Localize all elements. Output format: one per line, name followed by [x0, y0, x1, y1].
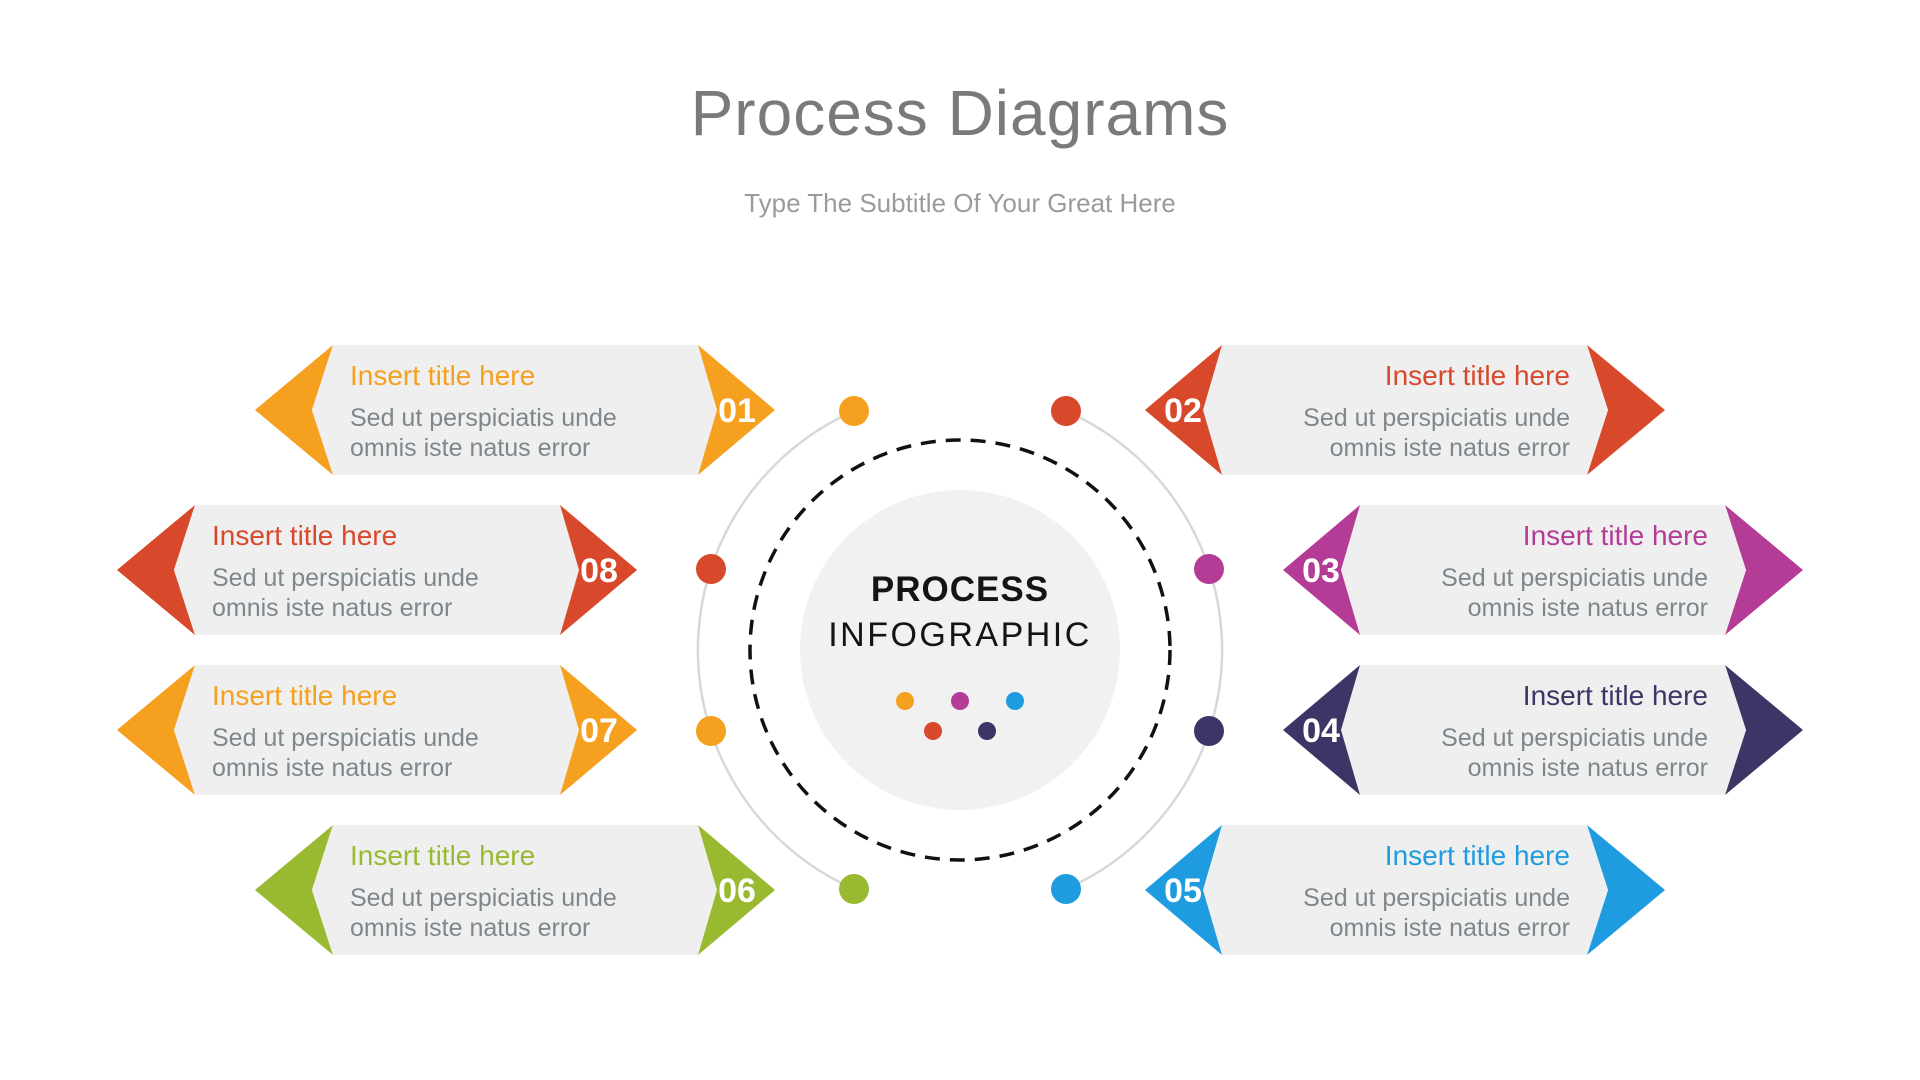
tail-arrow-shape: [1587, 345, 1665, 475]
dashed-circle: [748, 438, 1172, 862]
banner-shape: [1203, 345, 1608, 475]
step-dot-07: [696, 716, 726, 746]
banner-shape: [312, 825, 717, 955]
page-subtitle: Type The Subtitle Of Your Great Here: [744, 188, 1176, 218]
step-description-line1: Sed ut perspiciatis unde: [350, 884, 617, 912]
process-step-05[interactable]: Insert title here Sed ut perspiciatis un…: [1145, 825, 1665, 955]
page-title: Process Diagrams: [690, 77, 1230, 149]
process-step-06[interactable]: Insert title here Sed ut perspiciatis un…: [255, 825, 775, 955]
step-dot-01: [839, 396, 869, 426]
step-number: 04: [1302, 712, 1340, 750]
step-dot-02: [1051, 396, 1081, 426]
number-arrow-shape: [560, 505, 637, 635]
step-description-line1: Sed ut perspiciatis unde: [1441, 724, 1708, 752]
center-mini-dot: [924, 722, 942, 740]
banner-shape: [1341, 665, 1746, 795]
number-arrow-shape: [1283, 665, 1360, 795]
number-arrow-shape: [1145, 345, 1222, 475]
step-description-line1: Sed ut perspiciatis unde: [212, 724, 479, 752]
step-description-line2: omnis iste natus error: [1468, 594, 1708, 622]
step-title: Insert title here: [212, 680, 397, 711]
step-dot-04: [1194, 716, 1224, 746]
number-arrow-shape: [698, 345, 775, 475]
step-description-line2: omnis iste natus error: [1330, 914, 1570, 942]
process-step-04[interactable]: Insert title here Sed ut perspiciatis un…: [1283, 665, 1803, 795]
tail-arrow-shape: [1587, 825, 1665, 955]
banner-shape: [174, 505, 579, 635]
number-arrow-shape: [698, 825, 775, 955]
step-title: Insert title here: [212, 520, 397, 551]
step-description-line1: Sed ut perspiciatis unde: [1303, 884, 1570, 912]
step-description-line2: omnis iste natus error: [350, 914, 590, 942]
step-description-line2: omnis iste natus error: [212, 594, 452, 622]
tail-arrow-shape: [255, 345, 333, 475]
step-title: Insert title here: [350, 840, 535, 871]
step-description-line1: Sed ut perspiciatis unde: [350, 404, 617, 432]
step-number: 01: [718, 392, 756, 430]
step-number: 05: [1164, 872, 1202, 910]
number-arrow-shape: [1145, 825, 1222, 955]
banner-shape: [1341, 505, 1746, 635]
process-step-07[interactable]: Insert title here Sed ut perspiciatis un…: [117, 665, 637, 795]
step-dot-08: [696, 554, 726, 584]
process-step-08[interactable]: Insert title here Sed ut perspiciatis un…: [117, 505, 637, 635]
right-connector-arc: [1065, 409, 1224, 891]
step-title: Insert title here: [1523, 520, 1708, 551]
step-title: Insert title here: [1385, 360, 1570, 391]
left-connector-arc: [696, 409, 855, 891]
step-title: Insert title here: [1523, 680, 1708, 711]
step-number: 06: [718, 872, 756, 910]
step-description-line2: omnis iste natus error: [1468, 754, 1708, 782]
center-label: PROCESS INFOGRAPHIC: [710, 568, 1210, 658]
step-number: 08: [580, 552, 618, 590]
center-mini-dot: [951, 692, 969, 710]
step-description-line1: Sed ut perspiciatis unde: [212, 564, 479, 592]
tail-arrow-shape: [1725, 665, 1803, 795]
step-number: 07: [580, 712, 618, 750]
center-mini-dot: [1006, 692, 1024, 710]
tail-arrow-shape: [255, 825, 333, 955]
tail-arrow-shape: [1725, 505, 1803, 635]
tail-arrow-shape: [117, 665, 195, 795]
process-step-02[interactable]: Insert title here Sed ut perspiciatis un…: [1145, 345, 1665, 475]
banner-shape: [174, 665, 579, 795]
step-dot-06: [839, 874, 869, 904]
center-label-line1: PROCESS: [870, 570, 1050, 609]
step-dot-05: [1051, 874, 1081, 904]
number-arrow-shape: [560, 665, 637, 795]
banner-shape: [312, 345, 717, 475]
step-number: 03: [1302, 552, 1340, 590]
step-description-line2: omnis iste natus error: [212, 754, 452, 782]
step-title: Insert title here: [350, 360, 535, 391]
banner-shape: [1203, 825, 1608, 955]
center-label-line2: INFOGRAPHIC: [828, 616, 1092, 654]
step-description-line2: omnis iste natus error: [1330, 434, 1570, 462]
step-description-line2: omnis iste natus error: [350, 434, 590, 462]
center-mini-dot: [978, 722, 996, 740]
tail-arrow-shape: [117, 505, 195, 635]
center-disc: [800, 490, 1120, 810]
process-step-03[interactable]: Insert title here Sed ut perspiciatis un…: [1283, 505, 1803, 635]
step-description-line1: Sed ut perspiciatis unde: [1441, 564, 1708, 592]
process-step-01[interactable]: Insert title here Sed ut perspiciatis un…: [255, 345, 775, 475]
step-description-line1: Sed ut perspiciatis unde: [1303, 404, 1570, 432]
step-title: Insert title here: [1385, 840, 1570, 871]
step-dot-03: [1194, 554, 1224, 584]
number-arrow-shape: [1283, 505, 1360, 635]
step-number: 02: [1164, 392, 1202, 430]
center-mini-dot: [896, 692, 914, 710]
